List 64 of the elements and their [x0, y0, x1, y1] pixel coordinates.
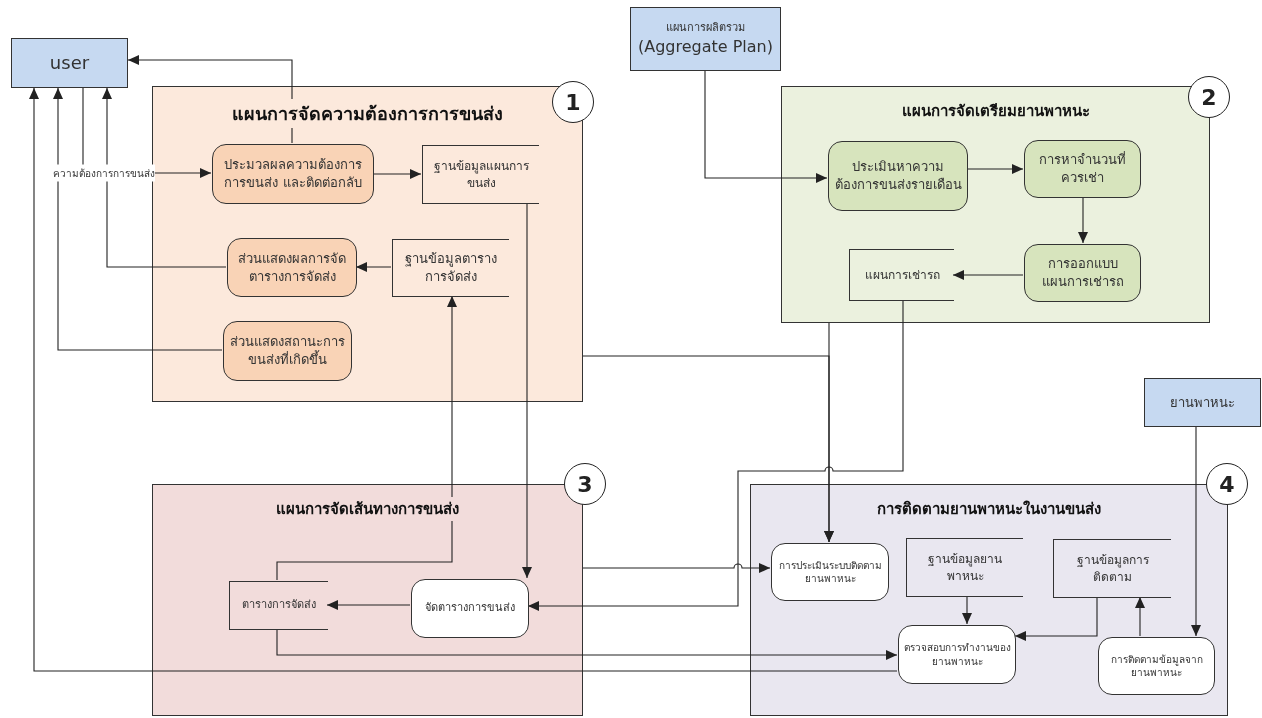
step-number-badge: 2	[1188, 76, 1230, 118]
arrow	[29, 87, 898, 672]
process-box	[411, 579, 529, 638]
data-store	[1053, 539, 1171, 598]
arrow	[53, 87, 223, 351]
arrow	[582, 563, 771, 573]
process-box	[212, 144, 374, 204]
external-entity-box	[11, 38, 128, 88]
step-number-badge: 3	[564, 463, 606, 505]
node-label: ฐานข้อมูลตารางการจัดส่ง	[404, 250, 498, 286]
data-store	[392, 239, 509, 297]
node-label: ตารางการจัดส่ง	[242, 598, 316, 613]
arrow	[276, 628, 898, 660]
node-label: ประเมินหาความต้องการขนส่งรายเดือน	[833, 158, 963, 194]
process-box	[1024, 140, 1141, 198]
node-label: ยานพาหนะ	[1170, 393, 1235, 412]
process-box	[223, 321, 352, 381]
external-entity-box	[1144, 378, 1261, 427]
arrow	[1078, 196, 1088, 244]
node-label: (Aggregate Plan)	[638, 35, 773, 58]
arrow	[355, 262, 392, 272]
arrow	[962, 595, 972, 625]
node-label: user	[49, 50, 90, 75]
node-label: การออกแบบแผนการเช่ารถ	[1040, 255, 1125, 291]
node-label: ตรวจสอบการทำงานของยานพาหนะ	[903, 641, 1011, 668]
node-label: การหาจำนวนที่ควรเช่า	[1038, 151, 1127, 187]
process-box	[1098, 637, 1215, 695]
data-store	[849, 249, 954, 301]
arrow	[1135, 596, 1145, 637]
external-entity-box	[630, 7, 781, 71]
arrow	[1014, 596, 1098, 641]
arrow	[527, 299, 904, 611]
step-number-badge: 4	[1206, 463, 1248, 505]
data-store	[422, 145, 539, 204]
arrow	[952, 270, 1024, 280]
arrow	[326, 600, 411, 610]
node-label: การติดตามข้อมูลจากยานพาหนะ	[1109, 652, 1204, 680]
node-label: ส่วนแสดงผลการจัดตารางการจัดส่ง	[237, 249, 347, 286]
process-box	[771, 543, 889, 601]
data-store	[229, 581, 328, 630]
node-label: ฐานข้อมูลแผนการขนส่ง	[432, 158, 530, 191]
process-box	[1024, 244, 1141, 302]
process-box	[828, 141, 968, 211]
arrow	[102, 87, 227, 268]
arrow	[966, 164, 1024, 174]
arrow	[1191, 426, 1201, 637]
edge-label: ความต้องการการขนส่ง	[53, 164, 155, 182]
arrow	[276, 295, 457, 581]
arrow	[824, 322, 834, 543]
node-label: แผนการผลิตรวม	[666, 20, 745, 36]
node-label: ฐานข้อมูลการติดตาม	[1075, 552, 1150, 585]
node-label: ส่วนแสดงสถานะการขนส่งที่เกิดขึ้น	[229, 333, 346, 369]
arrow	[704, 70, 828, 183]
step-number-badge: 1	[552, 81, 594, 123]
data-store	[906, 538, 1023, 597]
arrow	[372, 169, 422, 179]
node-label: ฐานข้อมูลยานพาหนะ	[927, 551, 1003, 584]
process-box	[227, 238, 357, 297]
node-label: จัดตารางการขนส่ง	[425, 601, 515, 616]
node-label: ประมวลผลความต้องการการขนส่ง และติดต่อกลับ	[223, 156, 363, 192]
arrow	[522, 202, 532, 579]
node-label: การประเมินระบบติดตามยานพาหนะ	[777, 558, 883, 586]
node-label: แผนการเช่ารถ	[864, 266, 940, 284]
process-box	[898, 625, 1016, 684]
